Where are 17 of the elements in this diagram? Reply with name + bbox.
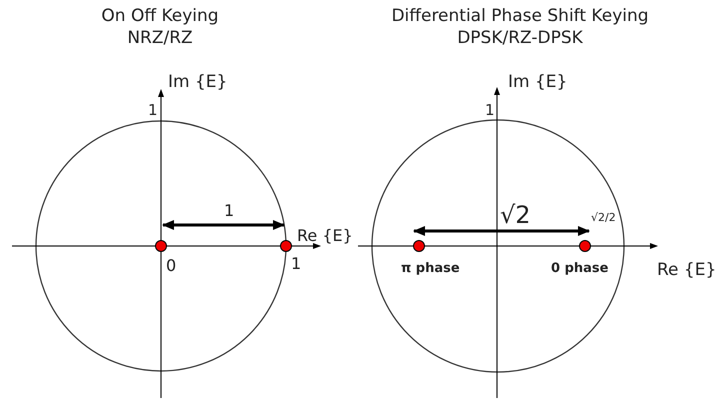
chart-title: NRZ/RZ	[127, 30, 193, 47]
chart-title: On Off Keying	[101, 8, 219, 25]
dimension-label: √2/2	[591, 212, 616, 223]
axis-label: Re {E}	[657, 262, 716, 279]
chart-title: Differential Phase Shift Keying	[391, 8, 649, 25]
point-label: π phase	[401, 262, 460, 275]
dimension-label: 1	[224, 203, 234, 219]
axis-label: Im {E}	[168, 74, 228, 91]
axis-label: Im {E}	[508, 74, 568, 91]
dimension-label: √2	[500, 203, 531, 227]
tick-label: 1	[291, 256, 302, 272]
tick-label: 1	[148, 103, 158, 118]
chart-title: DPSK/RZ-DPSK	[457, 30, 583, 47]
point-label: 0 phase	[551, 262, 608, 275]
axis-label: Re {E}	[297, 228, 353, 244]
tick-label: 1	[485, 103, 495, 118]
tick-label: 0	[166, 258, 176, 274]
